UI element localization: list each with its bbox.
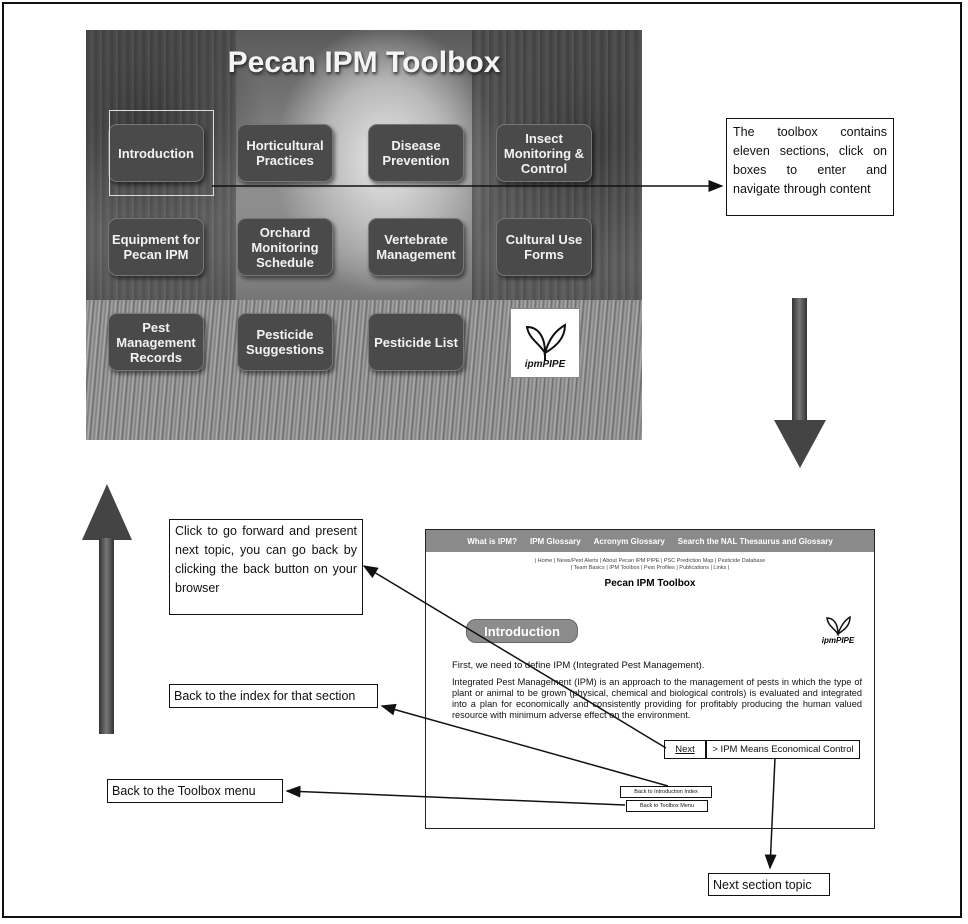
insect-monitoring-button[interactable]: Insect Monitoring & Control — [496, 124, 592, 182]
toolbox-screenshot: Pecan IPM Toolbox Introduction Horticult… — [86, 30, 642, 440]
disease-prevention-button[interactable]: Disease Prevention — [368, 124, 464, 182]
callout-next-section: Next section topic — [708, 873, 830, 896]
introduction-button[interactable]: Introduction — [108, 124, 204, 182]
big-down-arrow — [774, 298, 826, 468]
back-to-intro-button[interactable]: Back to Introduction Index — [620, 786, 712, 798]
nav-acronym-glossary[interactable]: Acronym Glossary — [593, 536, 665, 546]
toolbox-title: Pecan IPM Toolbox — [227, 46, 501, 79]
nav-nal-thesaurus[interactable]: Search the NAL Thesaurus and Glossary — [677, 536, 833, 546]
introduction-highlight — [109, 110, 214, 196]
next-topic-box[interactable]: > IPM Means Economical Control — [706, 740, 860, 759]
leaf-icon — [826, 615, 851, 637]
ipmpipe-logo: ipmPIPE — [510, 308, 580, 378]
cultural-use-forms-button[interactable]: Cultural Use Forms — [496, 218, 592, 276]
next-link[interactable]: Next — [675, 744, 695, 755]
vertebrate-management-button[interactable]: Vertebrate Management — [368, 218, 464, 276]
callout-back-index: Back to the index for that section — [169, 684, 378, 708]
callout-toolbox-info: The toolbox contains eleven sections, cl… — [726, 118, 894, 216]
small-logo-label: ipmPIPE — [821, 636, 855, 645]
horticultural-practices-button[interactable]: Horticultural Practices — [237, 124, 333, 182]
arrow-next-section — [764, 757, 777, 870]
paragraph-ipm-description: Integrated Pest Management (IPM) is an a… — [452, 677, 862, 720]
big-up-arrow — [82, 484, 132, 734]
back-to-toolbox-button[interactable]: Back to Toolbox Menu — [626, 800, 708, 812]
site-links-line2[interactable]: | Team Basics | IPM Toolbox | Pest Profi… — [570, 565, 730, 571]
arrow-back-toolbox — [285, 785, 626, 806]
pesticide-list-button[interactable]: Pesticide List — [368, 313, 464, 371]
next-button-box[interactable]: Next — [664, 740, 706, 759]
browser-screenshot: What is IPM? IPM Glossary Acronym Glossa… — [425, 529, 875, 829]
top-nav: What is IPM? IPM Glossary Acronym Glossa… — [426, 530, 874, 552]
page-title: Pecan IPM Toolbox — [604, 578, 696, 589]
pest-management-records-button[interactable]: Pest Management Records — [108, 313, 204, 371]
arrow-back-index — [380, 703, 669, 787]
leaf-icon — [525, 323, 567, 361]
site-links[interactable]: | Home | News/Pest Alerts | About Pecan … — [426, 558, 874, 572]
pesticide-suggestions-button[interactable]: Pesticide Suggestions — [237, 313, 333, 371]
ipmpipe-small-logo: ipmPIPE — [816, 610, 860, 650]
callout-back-toolbox: Back to the Toolbox menu — [107, 779, 283, 803]
arrow-next-to-forward-callout — [362, 565, 667, 749]
nav-ipm-glossary[interactable]: IPM Glossary — [529, 536, 581, 546]
callout-forward-info: Click to go forward and present next top… — [169, 519, 363, 615]
paragraph-define-ipm: First, we need to define IPM (Integrated… — [452, 660, 705, 671]
nav-what-is-ipm[interactable]: What is IPM? — [467, 536, 517, 546]
site-links-line1[interactable]: | Home | News/Pest Alerts | About Pecan … — [534, 558, 766, 564]
equipment-button[interactable]: Equipment for Pecan IPM — [108, 218, 204, 276]
orchard-monitoring-button[interactable]: Orchard Monitoring Schedule — [237, 218, 333, 276]
logo-label: ipmPIPE — [524, 359, 566, 370]
